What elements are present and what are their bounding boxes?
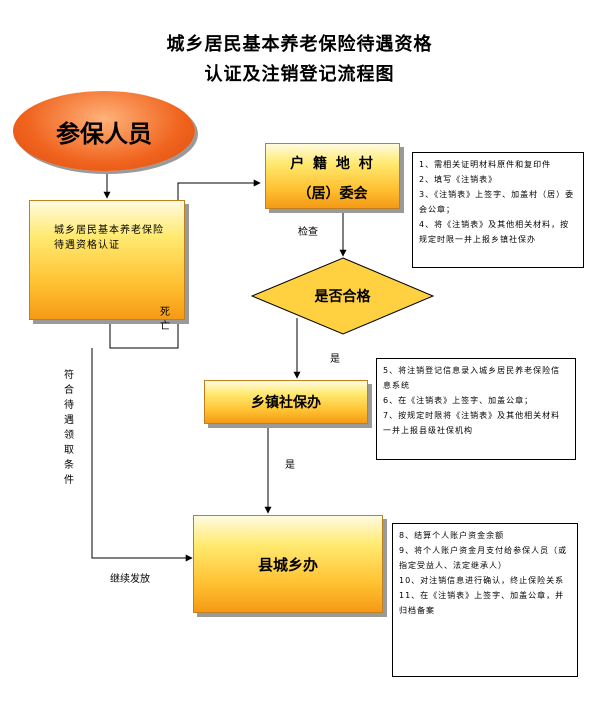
note-township-item: 7、按规定时限将《注销表》及其他相关材料一并上报县级社保机构 <box>383 411 561 435</box>
note-village-item: 2、填写《注销表》 <box>419 175 498 184</box>
yes-label-2: 是 <box>285 460 295 471</box>
yes-label-1: 是 <box>330 354 340 365</box>
arrow-death-to-village <box>109 179 261 349</box>
page-title: 城乡居民基本养老保险待遇资格 <box>166 34 433 55</box>
village-committee-node: 户 籍 地 村 （居）委会 <box>265 143 400 209</box>
arrow-eligible-to-county <box>91 348 193 562</box>
note-county: 8、结算个人账户资金余额 9、将个人账户资金月支付给参保人员（或指定受益人、法定… <box>392 523 578 677</box>
note-village-item: 1、需相关证明材料原件和复印件 <box>419 160 552 169</box>
death-label: 死亡 <box>160 307 170 332</box>
note-county-item: 10、对注销信息进行确认，终止保险关系 <box>399 576 565 585</box>
page-subtitle: 认证及注销登记流程图 <box>204 64 395 85</box>
check-label: 检查 <box>298 227 318 238</box>
note-village: 1、需相关证明材料原件和复印件 2、填写《注销表》 3、《注销表》上签字、加盖村… <box>412 152 584 268</box>
decision-diamond <box>250 257 435 335</box>
participant-node: 参保人员 <box>13 91 195 171</box>
county-node: 县城乡办 <box>193 515 383 613</box>
continue-label: 继续发放 <box>110 574 150 585</box>
note-county-item: 8、结算个人账户资金余额 <box>399 531 505 540</box>
certification-node: 城乡居民基本养老保险待遇资格认证 <box>29 200 185 320</box>
eligible-label: 符合待遇领取条件 <box>64 370 74 486</box>
note-county-item: 11、在《注销表》上签字、加盖公章，并归档备案 <box>399 591 565 615</box>
township-node: 乡镇社保办 <box>204 380 368 424</box>
village-committee-line2: （居）委会 <box>297 186 368 202</box>
note-township: 5、将注销登记信息录入城乡居民养老保险信息系统 6、在《注销表》上签字、加盖公章… <box>376 358 576 460</box>
qualified-label: 是否合格 <box>314 289 371 305</box>
note-village-item: 3、《注销表》上签字、加盖村（居）委会公章； <box>419 190 575 214</box>
note-township-item: 5、将注销登记信息录入城乡居民养老保险信息系统 <box>383 366 561 390</box>
certification-label: 城乡居民基本养老保险待遇资格认证 <box>54 225 164 251</box>
note-township-item: 6、在《注销表》上签字、加盖公章； <box>383 396 534 405</box>
village-committee-line1: 户 籍 地 村 <box>290 156 375 172</box>
note-county-item: 9、将个人账户资金月支付给参保人员（或指定受益人、法定继承人） <box>399 546 568 570</box>
note-village-item: 4、将《注销表》及其他相关材料，按规定时限一并上报乡镇社保办 <box>419 220 570 244</box>
